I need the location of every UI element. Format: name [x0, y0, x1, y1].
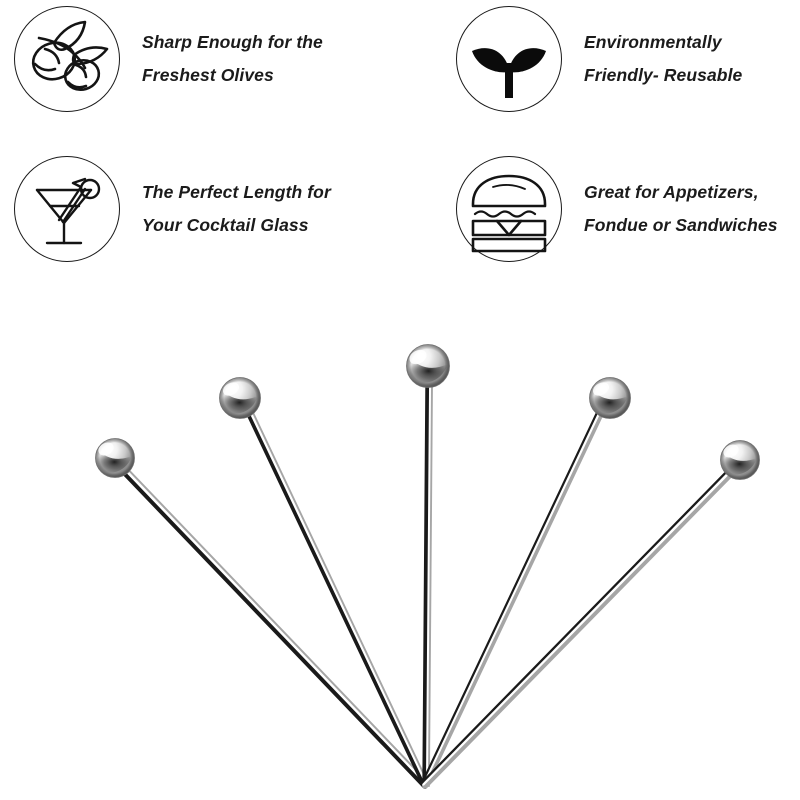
feature-line-2: Fondue or Sandwiches: [584, 215, 778, 235]
cocktail-glass-icon: [14, 156, 120, 262]
pick-5-ball: [720, 440, 760, 480]
pick-2-ball: [219, 377, 261, 419]
feature-label-eco: Environmentally Friendly- Reusable: [584, 26, 800, 92]
feature-line-1: The Perfect Length for: [142, 182, 331, 202]
feature-label-olives: Sharp Enough for the Freshest Olives: [142, 26, 414, 92]
feature-line-2: Freshest Olives: [142, 65, 274, 85]
pick-5-shaft: [420, 467, 736, 789]
feature-item-appetizers: Great for Appetizers, Fondue or Sandwich…: [456, 156, 800, 262]
feature-line-1: Environmentally: [584, 32, 722, 52]
olives-icon: [14, 6, 120, 112]
picks-illustration: [95, 344, 760, 789]
feature-label-appetizers: Great for Appetizers, Fondue or Sandwich…: [584, 176, 800, 242]
feature-item-cocktail: The Perfect Length for Your Cocktail Gla…: [14, 156, 414, 262]
pick-4-ball: [589, 377, 631, 419]
pick-1-ball: [95, 438, 135, 478]
feature-line-1: Great for Appetizers,: [584, 182, 759, 202]
feature-item-eco: Environmentally Friendly- Reusable: [456, 6, 800, 112]
pick-1-shaft: [119, 465, 430, 789]
feature-label-cocktail: The Perfect Length for Your Cocktail Gla…: [142, 176, 414, 242]
feature-line-2: Your Cocktail Glass: [142, 215, 309, 235]
pick-3-ball: [406, 344, 450, 388]
pick-shafts: [119, 382, 736, 789]
feature-line-1: Sharp Enough for the: [142, 32, 323, 52]
burger-icon: [456, 156, 562, 262]
sprout-icon: [456, 6, 562, 112]
pick-ball-tips: [95, 344, 760, 480]
pick-2-shaft: [246, 411, 430, 789]
feature-item-olives: Sharp Enough for the Freshest Olives: [14, 6, 414, 112]
pick-4-shaft: [420, 411, 604, 789]
pick-3-shaft: [422, 382, 433, 789]
feature-list: Sharp Enough for the Freshest Olives: [0, 0, 800, 300]
feature-line-2: Friendly- Reusable: [584, 65, 743, 85]
product-image-cocktail-picks: [0, 300, 800, 800]
